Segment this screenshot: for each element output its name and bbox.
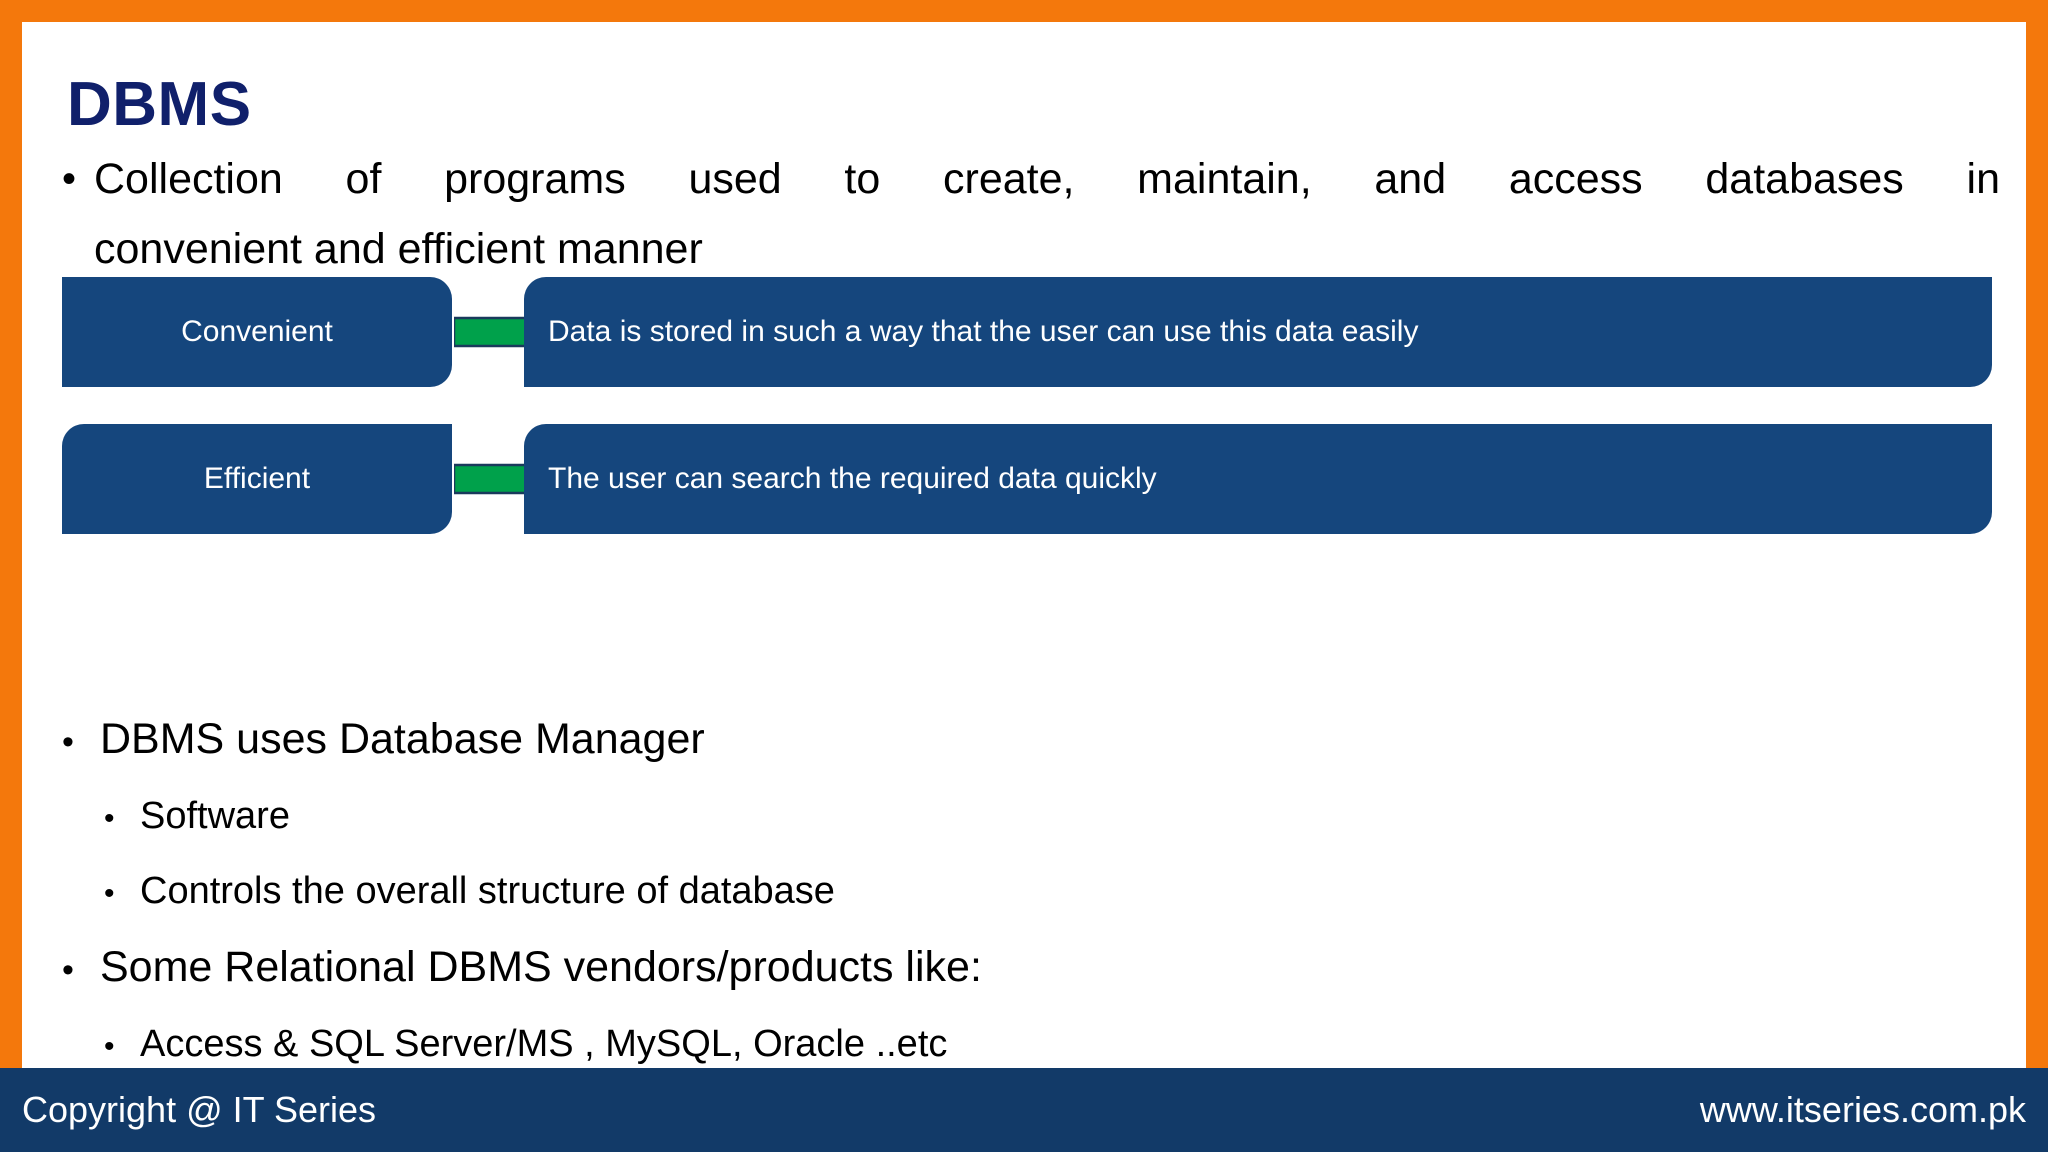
lead-bullet-line-2: convenient and efficient manner (94, 225, 703, 273)
lead-bullet: • Collection of programs used to create,… (48, 144, 2000, 284)
bullet-marker: • (104, 802, 115, 835)
list-item-label: Controls the overall structure of databa… (140, 870, 835, 912)
list-item: • DBMS uses Database Manager (48, 702, 1988, 780)
bullet-marker: • (104, 1030, 115, 1063)
bullet-list: • DBMS uses Database Manager • Software … (48, 702, 1988, 1068)
list-item: • Software (48, 780, 1988, 855)
bullet-marker: • (62, 951, 74, 989)
list-item-label: Some Relational DBMS vendors/products li… (100, 943, 982, 991)
diagram-label-box-efficient: Efficient (62, 424, 452, 534)
footer-website[interactable]: www.itseries.com.pk (1699, 1089, 2026, 1130)
bullet-marker: • (62, 723, 74, 761)
bullet-marker: • (104, 877, 115, 910)
list-item-label: Software (140, 795, 290, 837)
slide-canvas: DBMS • Collection of programs used to cr… (22, 22, 2026, 1068)
diagram-desc-text: The user can search the required data qu… (548, 462, 1157, 495)
concept-diagram: Convenient Data is stored in such a way … (62, 277, 1992, 534)
diagram-desc-box-efficient: The user can search the required data qu… (524, 424, 1992, 534)
diagram-label-text: Efficient (203, 462, 311, 495)
list-item: • Some Relational DBMS vendors/products … (48, 930, 1988, 1008)
diagram-row-convenient: Convenient Data is stored in such a way … (62, 277, 1992, 387)
list-item: • Access & SQL Server/MS , MySQL, Oracle… (48, 1008, 1988, 1068)
diagram-desc-box-convenient: Data is stored in such a way that the us… (524, 277, 1992, 387)
diagram-label-box-convenient: Convenient (62, 277, 452, 387)
footer-copyright: Copyright @ IT Series (22, 1089, 377, 1130)
diagram-desc-text: Data is stored in such a way that the us… (548, 315, 1419, 348)
lead-bullet-text: Collection of programs used to create, m… (94, 144, 2000, 284)
diagram-label-text: Convenient (181, 315, 333, 348)
page-title: DBMS (67, 70, 252, 139)
list-item-label: DBMS uses Database Manager (100, 715, 705, 763)
diagram-row-efficient: Efficient The user can search the requir… (62, 424, 1992, 534)
slide-footer: Copyright @ IT Series www.itseries.com.p… (0, 1068, 2048, 1152)
lead-bullet-line-1: Collection of programs used to create, m… (94, 155, 2000, 203)
list-item-label: Access & SQL Server/MS , MySQL, Oracle .… (140, 1023, 948, 1065)
bullet-marker: • (62, 157, 77, 201)
list-item: • Controls the overall structure of data… (48, 855, 1988, 930)
